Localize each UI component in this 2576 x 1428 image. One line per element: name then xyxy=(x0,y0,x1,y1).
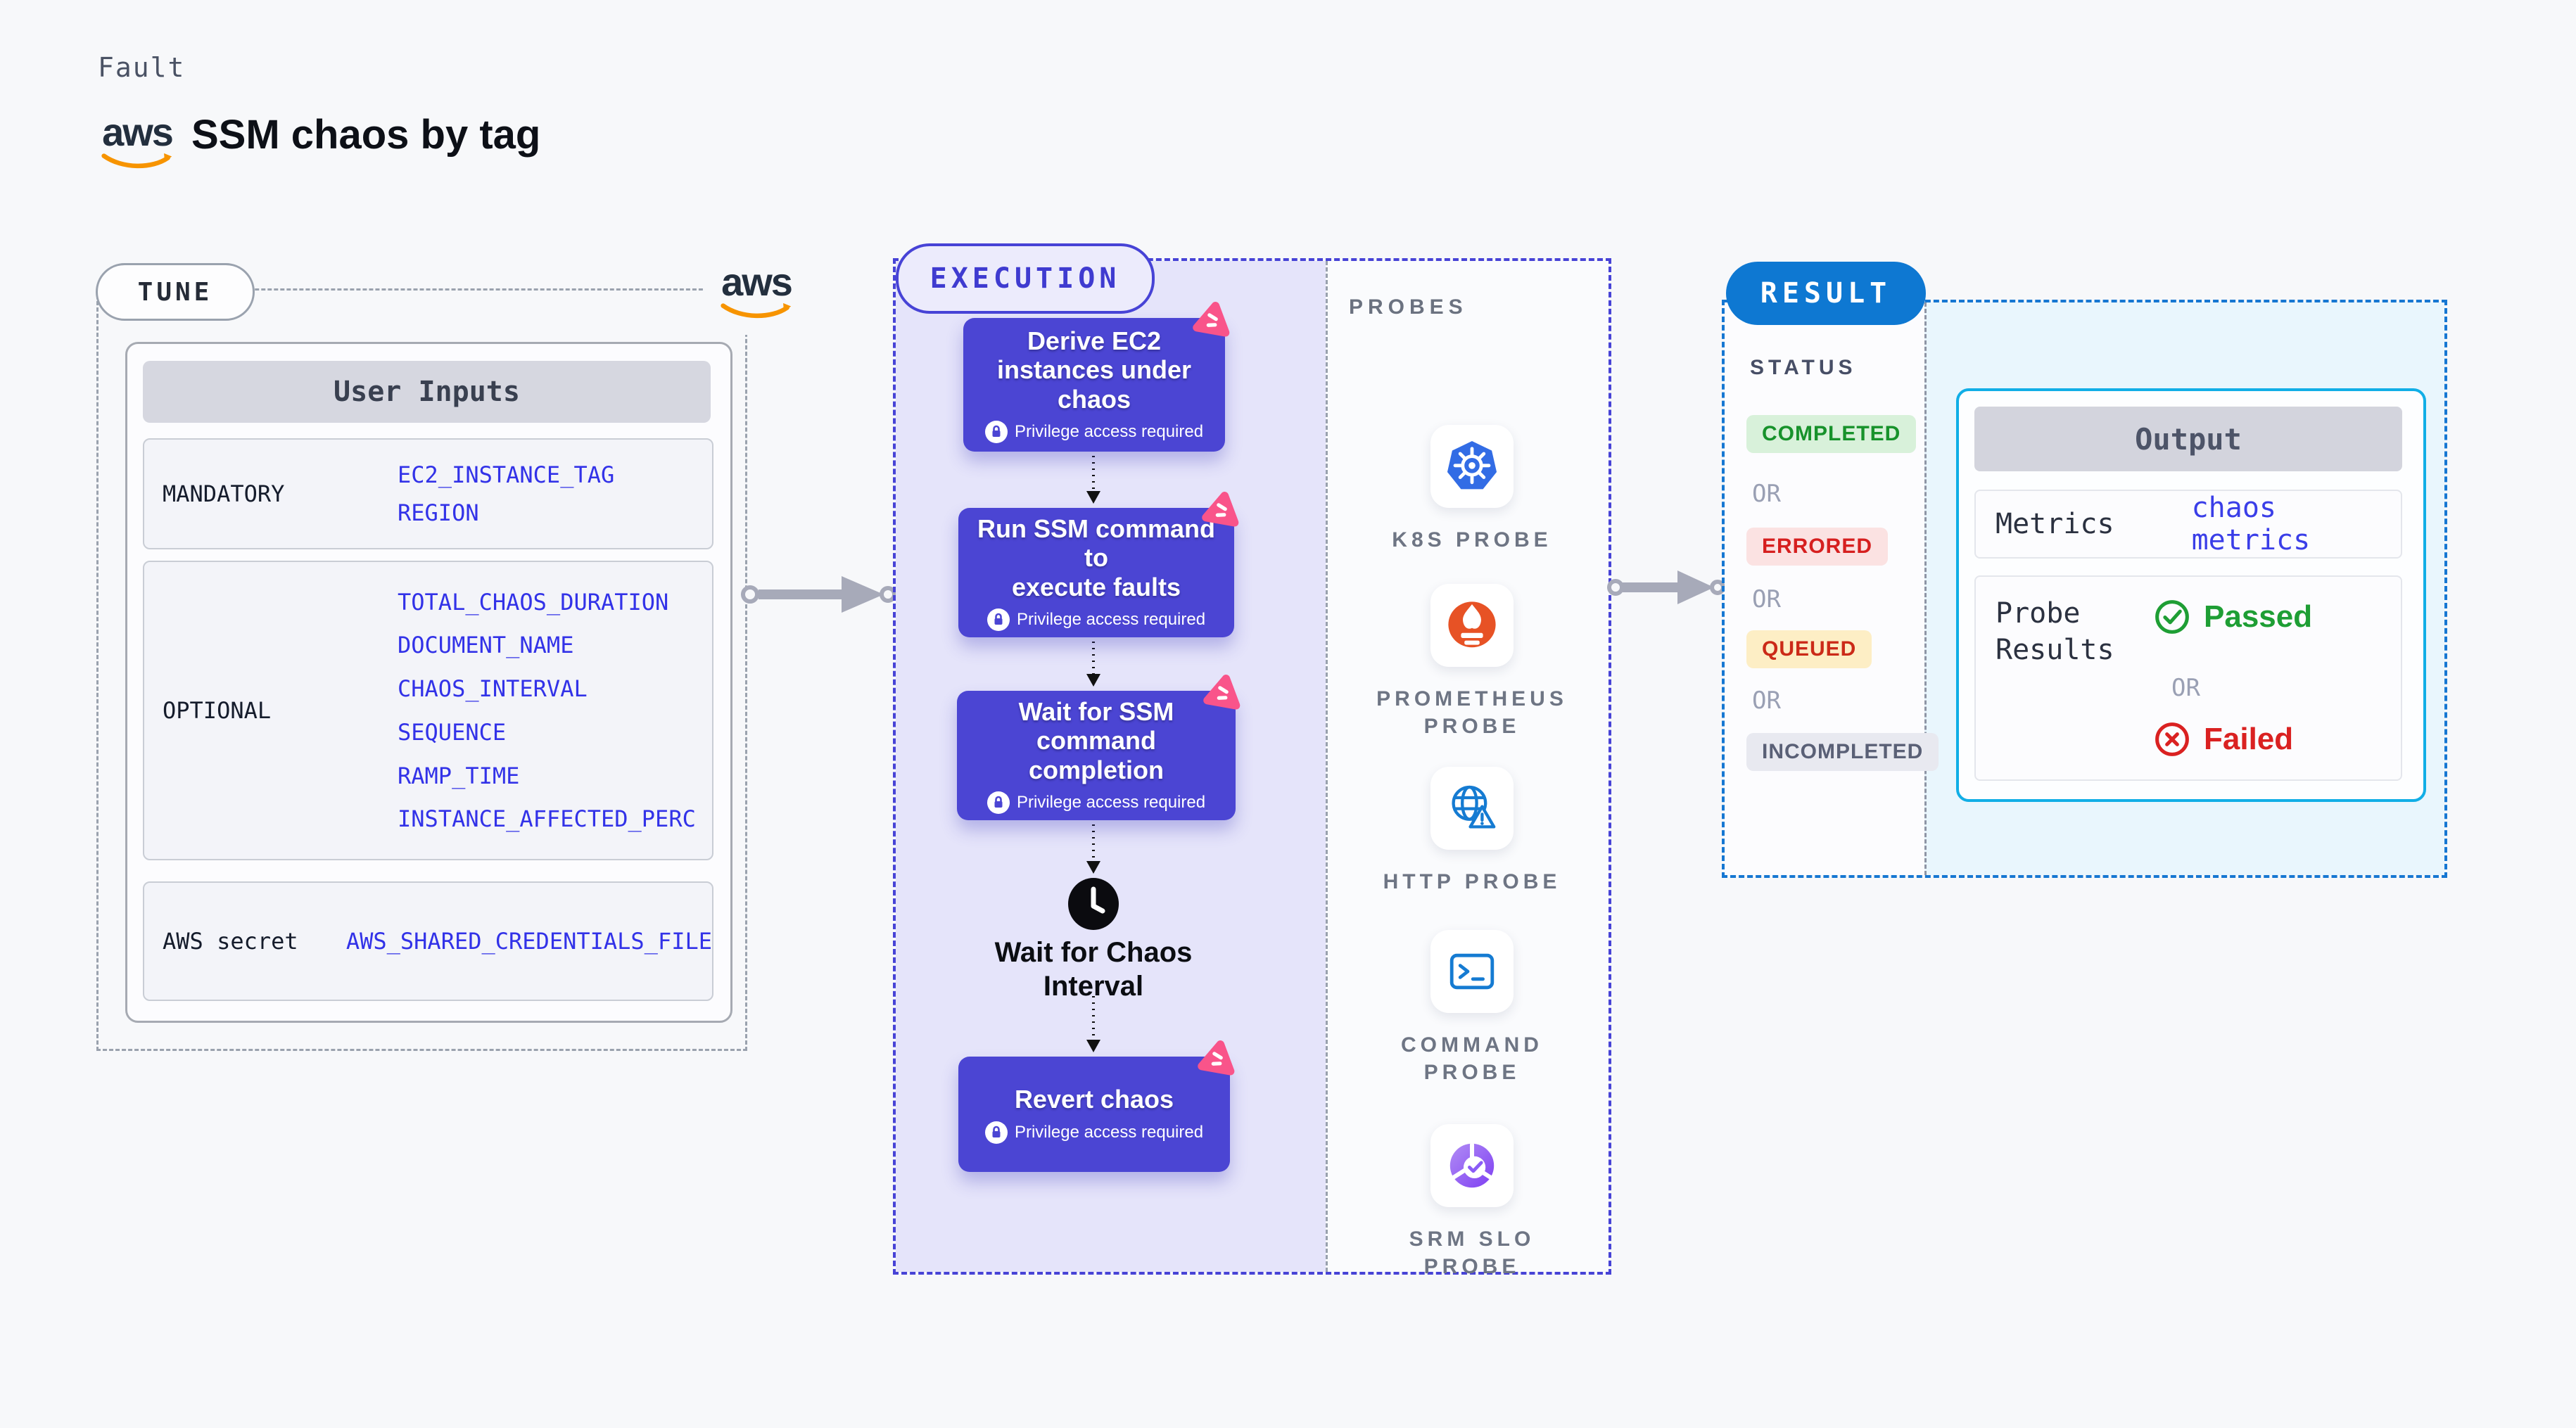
k8s-probe-tile xyxy=(1430,425,1514,508)
dotted-arrow-icon xyxy=(1086,996,1100,1052)
passed-label: Passed xyxy=(2204,599,2313,634)
env-var: CHAOS_INTERVAL xyxy=(398,675,588,703)
env-var: TOTAL_CHAOS_DURATION xyxy=(398,588,669,616)
privilege-note: Privilege access required xyxy=(1014,421,1204,441)
step-revert-chaos: Revert chaos Privilege access required xyxy=(958,1040,1235,1172)
probe-label: HTTP PROBE xyxy=(1383,870,1561,893)
env-var: REGION xyxy=(398,499,479,527)
step-title: Run SSM command to execute faults xyxy=(977,514,1216,601)
status-badge-errored: ERRORED xyxy=(1746,528,1889,566)
probe-results-label: Probe Results xyxy=(1996,597,2114,666)
lock-icon xyxy=(986,791,1010,814)
flow-arrow-icon xyxy=(1607,570,1725,604)
optional-row: OPTIONAL TOTAL_CHAOS_DURATION DOCUMENT_N… xyxy=(143,561,713,860)
failed-row: Failed xyxy=(2153,720,2293,758)
page-title: SSM chaos by tag xyxy=(191,112,541,158)
kubernetes-icon xyxy=(1447,441,1497,490)
status-badge-incompleted: INCOMPLETED xyxy=(1746,733,1939,771)
aws-secret-row: AWS secret AWS_SHARED_CREDENTIALS_FILE xyxy=(143,881,713,1001)
status-badge-queued: QUEUED xyxy=(1746,630,1872,668)
chaos-experiment-icon xyxy=(1198,1040,1235,1076)
dotted-arrow-icon xyxy=(1086,456,1100,504)
terminal-icon xyxy=(1449,953,1495,990)
env-var: AWS_SHARED_CREDENTIALS_FILE xyxy=(345,928,712,955)
status-column xyxy=(1725,302,1924,875)
prometheus-icon xyxy=(1448,601,1496,648)
mandatory-row: MANDATORY EC2_INSTANCE_TAG REGION xyxy=(143,438,713,549)
chaos-experiment-icon xyxy=(1203,674,1241,710)
passed-row: Passed xyxy=(2153,598,2312,636)
env-var: RAMP_TIME xyxy=(398,762,520,789)
or-label: OR xyxy=(1752,480,1781,508)
lock-icon xyxy=(986,608,1010,631)
x-circle-icon xyxy=(2155,722,2189,756)
aws-smile-icon xyxy=(721,302,792,319)
output-box: Output Metrics chaos metrics Probe Resul… xyxy=(1956,388,2426,802)
chaos-experiment-icon xyxy=(1202,491,1239,527)
step-wait-ssm: Wait for SSM command completion Privileg… xyxy=(957,674,1241,820)
dotted-arrow-icon xyxy=(1086,642,1100,687)
aws-logo-text: aws xyxy=(102,110,174,154)
privilege-note: Privilege access required xyxy=(1016,792,1206,812)
metrics-label: Metrics xyxy=(1996,508,2114,540)
mandatory-label: MANDATORY xyxy=(163,480,285,507)
env-var: INSTANCE_AFFECTED_PERC xyxy=(398,805,696,833)
user-inputs-card: User Inputs MANDATORY EC2_INSTANCE_TAG R… xyxy=(125,342,732,1023)
globe-alert-icon xyxy=(1452,785,1496,829)
step-run-ssm: Run SSM command to execute faults Privil… xyxy=(958,491,1239,637)
env-var: DOCUMENT_NAME xyxy=(398,632,574,659)
execution-pill: EXECUTION xyxy=(896,243,1155,314)
lock-icon xyxy=(984,420,1008,443)
wait-for-chaos-interval-label: Wait for Chaos Interval xyxy=(994,937,1193,1002)
tune-panel xyxy=(96,288,747,1051)
command-probe-tile xyxy=(1430,930,1514,1013)
dotted-arrow-icon xyxy=(1086,824,1100,874)
tune-pill: TUNE xyxy=(96,263,255,321)
probes-title: PROBES xyxy=(1349,295,1468,319)
step-derive-ec2: Derive EC2 instances under chaos Privile… xyxy=(963,301,1230,452)
probe-label: PROMETHEUS PROBE xyxy=(1376,687,1568,738)
clock-icon xyxy=(1068,878,1119,930)
result-pill: RESULT xyxy=(1726,262,1926,325)
or-label: OR xyxy=(1752,687,1781,715)
step-title: Derive EC2 instances under chaos xyxy=(996,326,1192,414)
flow-arrow-icon xyxy=(741,576,896,613)
metrics-value: chaos metrics xyxy=(2191,492,2311,556)
aws-logo-text: aws xyxy=(721,260,793,304)
srm-slo-probe-tile xyxy=(1430,1124,1514,1207)
probe-results-row: Probe Results Passed OR Failed xyxy=(1974,575,2402,781)
probe-label: COMMAND PROBE xyxy=(1401,1033,1543,1084)
metrics-row: Metrics chaos metrics xyxy=(1974,490,2402,559)
env-var: SEQUENCE xyxy=(398,718,507,746)
fault-eyebrow: Fault xyxy=(98,52,186,83)
probe-label: K8S PROBE xyxy=(1392,528,1552,552)
step-title: Wait for SSM command completion xyxy=(1018,697,1174,784)
aws-logo-icon: aws xyxy=(704,248,809,335)
step-title: Revert chaos xyxy=(1014,1085,1174,1114)
probe-label: SRM SLO PROBE xyxy=(1409,1228,1535,1278)
check-circle-icon xyxy=(2155,600,2189,634)
or-label: OR xyxy=(2171,674,2200,702)
or-label: OR xyxy=(1752,585,1781,613)
aws-secret-label: AWS secret xyxy=(163,928,298,955)
status-badge-completed: COMPLETED xyxy=(1746,415,1917,453)
user-inputs-header: User Inputs xyxy=(143,361,711,423)
privilege-note: Privilege access required xyxy=(1014,1122,1204,1142)
aws-smile-icon xyxy=(101,153,172,169)
chaos-experiment-icon xyxy=(1193,301,1230,337)
slo-pie-icon xyxy=(1449,1142,1495,1188)
status-title: STATUS xyxy=(1750,356,1857,379)
http-probe-tile xyxy=(1430,767,1514,850)
failed-label: Failed xyxy=(2204,722,2294,756)
output-header: Output xyxy=(1974,407,2402,471)
optional-label: OPTIONAL xyxy=(163,697,272,724)
prometheus-probe-tile xyxy=(1430,584,1514,667)
privilege-note: Privilege access required xyxy=(1016,609,1206,629)
env-var: EC2_INSTANCE_TAG xyxy=(398,461,615,488)
lock-icon xyxy=(984,1121,1008,1144)
aws-logo-icon: aws xyxy=(96,113,178,170)
